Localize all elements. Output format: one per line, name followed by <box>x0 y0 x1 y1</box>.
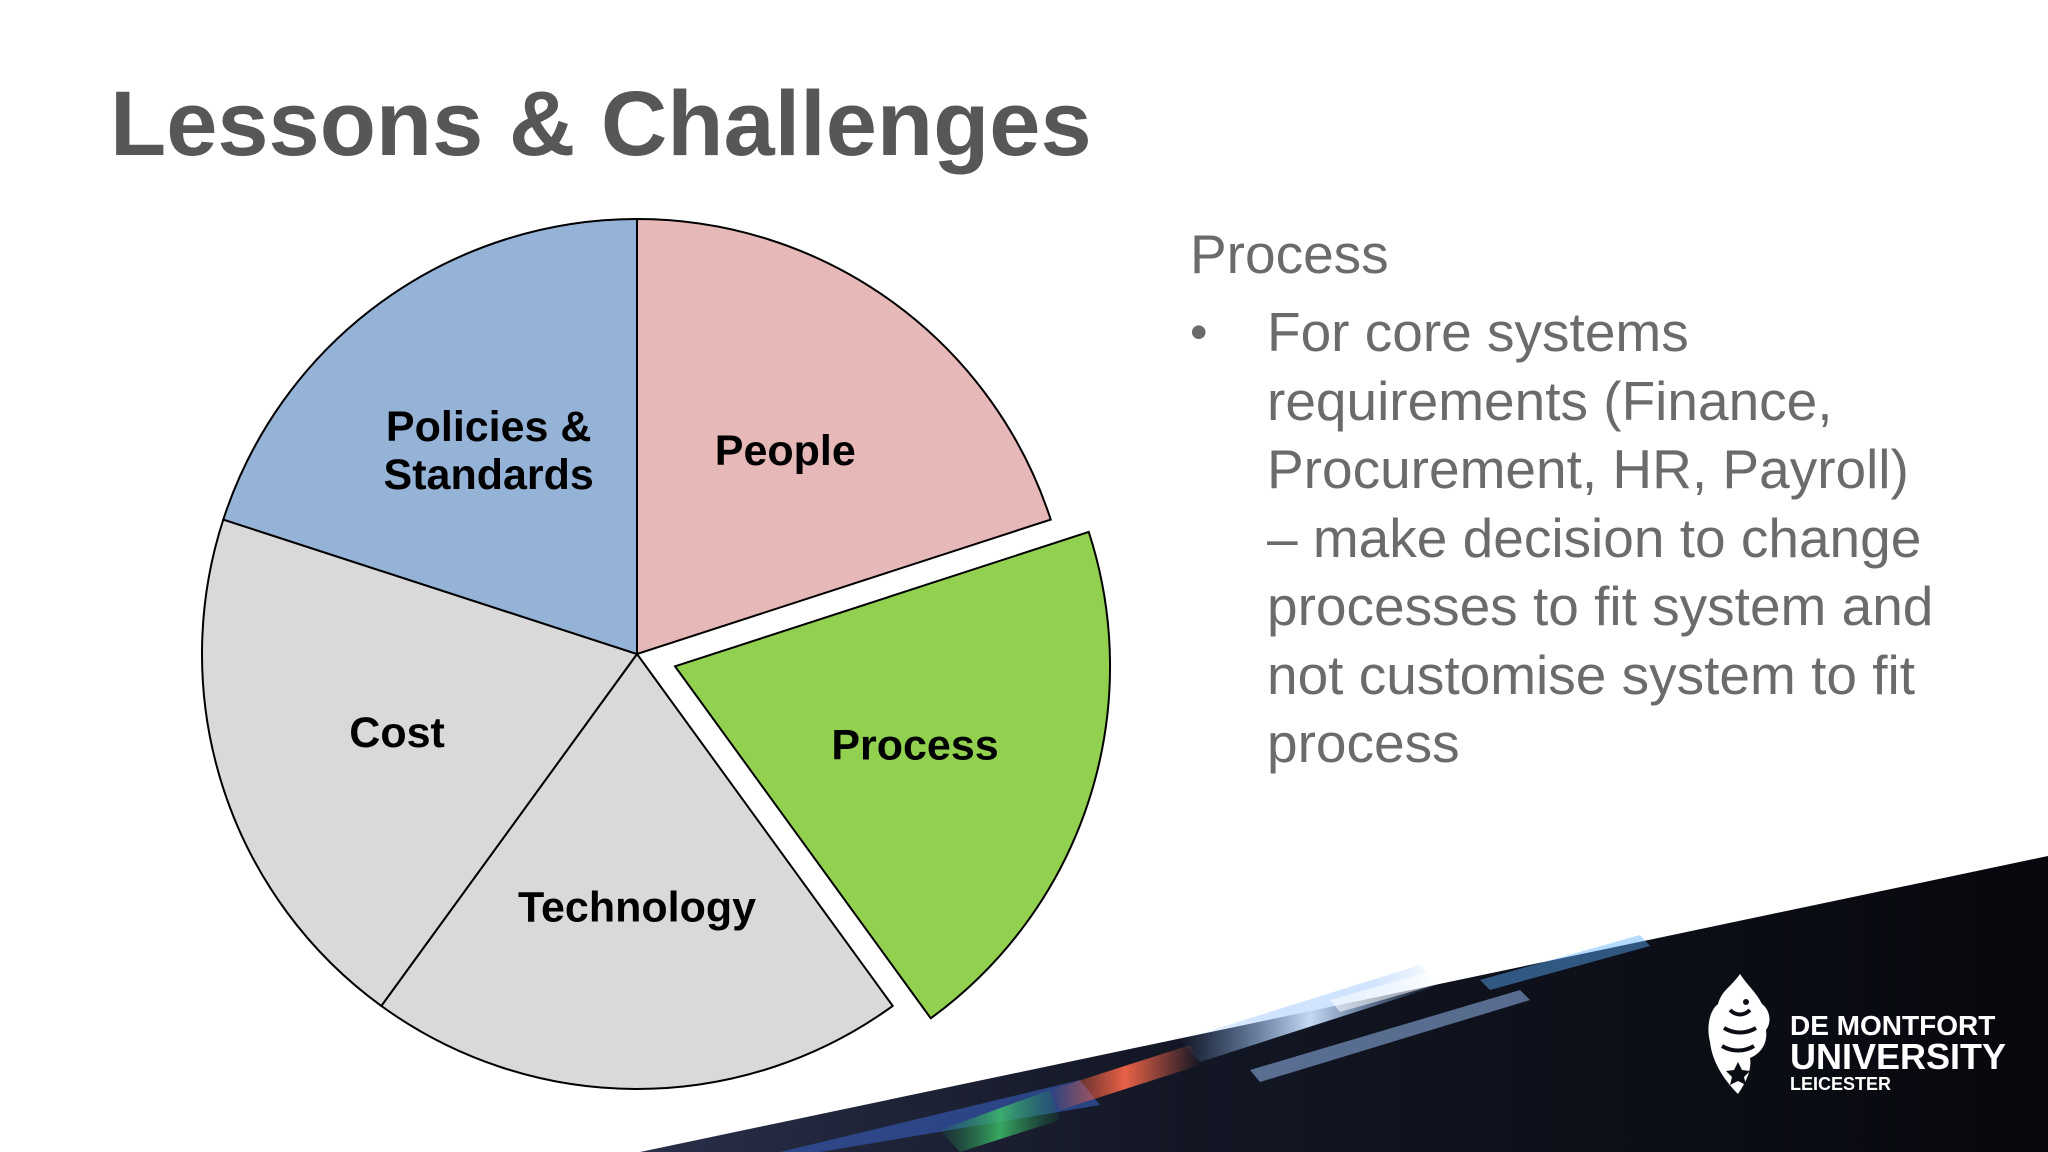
lion-crest-icon <box>1708 974 1770 1094</box>
bullet-line: not customise system to fit <box>1267 643 1915 706</box>
text-panel: Process • For core systems requirements … <box>1190 218 1990 778</box>
bullet-line: process <box>1267 712 1460 774</box>
pie-slice-process <box>673 530 1112 1020</box>
panel-heading: Process <box>1190 223 1389 285</box>
slide-title: Lessons & Challenges <box>110 73 1092 175</box>
pie-label: Cost <box>349 709 445 757</box>
pie-slice-cost <box>201 518 639 1008</box>
pie-label: Process <box>831 721 998 769</box>
logo-line-2: UNIVERSITY <box>1790 1036 2007 1077</box>
pie-slice-technology <box>379 652 895 1090</box>
bullet-line: processes to fit system and <box>1267 575 1934 637</box>
bullet-line: Procurement, HR, Payroll) <box>1267 438 1909 500</box>
bullet-dot: • <box>1190 304 1208 360</box>
bullet-line: For core systems <box>1267 301 1689 363</box>
pie-label: Technology <box>518 883 756 931</box>
pie-label: People <box>715 427 856 475</box>
pie-slice-policies-standards <box>222 217 638 656</box>
logo-line-3: LEICESTER <box>1790 1074 1892 1094</box>
pie-slice-people <box>636 217 1052 656</box>
pie-label: Policies &Standards <box>384 403 594 499</box>
bullet-item: • For core systems requirements (Finance… <box>1190 298 1990 778</box>
bullet-line: requirements (Finance, <box>1267 369 1833 432</box>
university-logo: DE MONTFORT UNIVERSITY LEICESTER <box>1700 970 2020 1100</box>
logo-line-1: DE MONTFORT <box>1790 1010 1996 1041</box>
bullet-line: – make decision to change <box>1267 506 1922 569</box>
